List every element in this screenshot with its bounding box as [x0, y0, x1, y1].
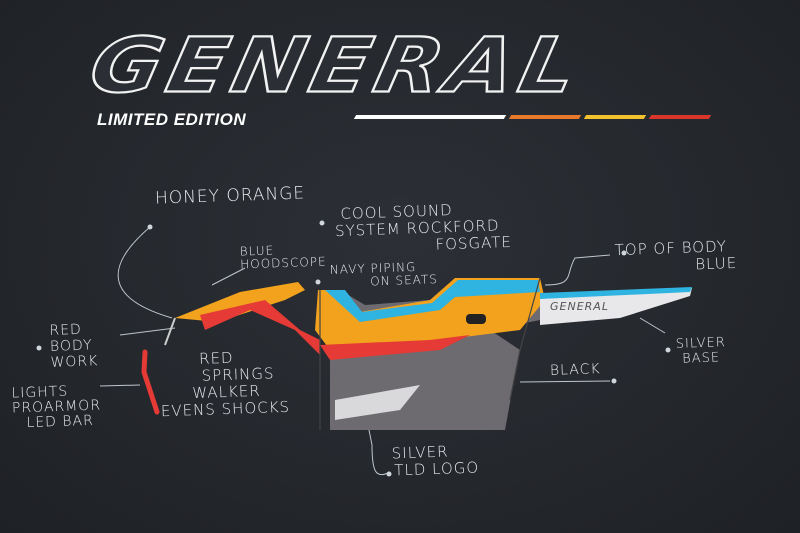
note-text: LED Bar [26, 412, 95, 432]
note-text: Work [50, 353, 99, 371]
annotation-dots [36, 220, 671, 477]
note-hoodscope: Blue Hoodscope [240, 242, 327, 271]
logo-subtitle: LIMITED EDITION [97, 110, 247, 129]
leader-hoodscope [211, 267, 246, 286]
body-general-text: GENERAL [550, 300, 609, 313]
note-silver-tld-logo: Silver TLD Logo [389, 442, 480, 480]
leader-logo [367, 424, 391, 476]
rear-silver-base [540, 288, 692, 325]
note-text: Body [49, 337, 93, 355]
note-silver-base: Silver Base [675, 335, 726, 367]
leader-silver-base [639, 317, 666, 334]
leader-top-body [544, 254, 611, 286]
note-black: Black [550, 361, 601, 380]
side-vent [466, 314, 486, 324]
note-text: Black [549, 361, 601, 379]
leader-lines [99, 226, 666, 476]
front-bumper [164, 317, 176, 346]
note-navy-piping: Navy Piping on Seats [330, 260, 439, 290]
note-red-body-work: Red Body Work [49, 321, 98, 371]
body-outline [319, 277, 541, 430]
front-red-bodywork [200, 300, 320, 355]
note-text: Red [49, 321, 83, 339]
note-top-of-body: Top of Body Blue [614, 237, 737, 276]
leader-lights [99, 384, 141, 387]
body-red-stripe [320, 335, 470, 360]
rear-blue-top [540, 287, 692, 299]
body-silver-panel [335, 385, 420, 420]
note-red-springs: Red Springs Walker Evens Shocks [159, 348, 291, 421]
note-sound-system: Cool Sound System Rockford Fosgate [334, 200, 512, 257]
general-logo: GENERAL LIMITED EDITION [81, 21, 720, 138]
hood-orange [175, 282, 305, 322]
note-text: Base [682, 350, 721, 367]
note-lights: Lights ProArmor LED Bar [11, 383, 102, 431]
leader-honey-orange [117, 226, 173, 319]
body-orange [315, 278, 545, 350]
body-blue-seat [325, 280, 540, 322]
note-text: TLD Logo [393, 458, 480, 480]
leader-black [519, 380, 611, 383]
leader-red-body [119, 327, 176, 336]
led-bar [141, 349, 160, 415]
